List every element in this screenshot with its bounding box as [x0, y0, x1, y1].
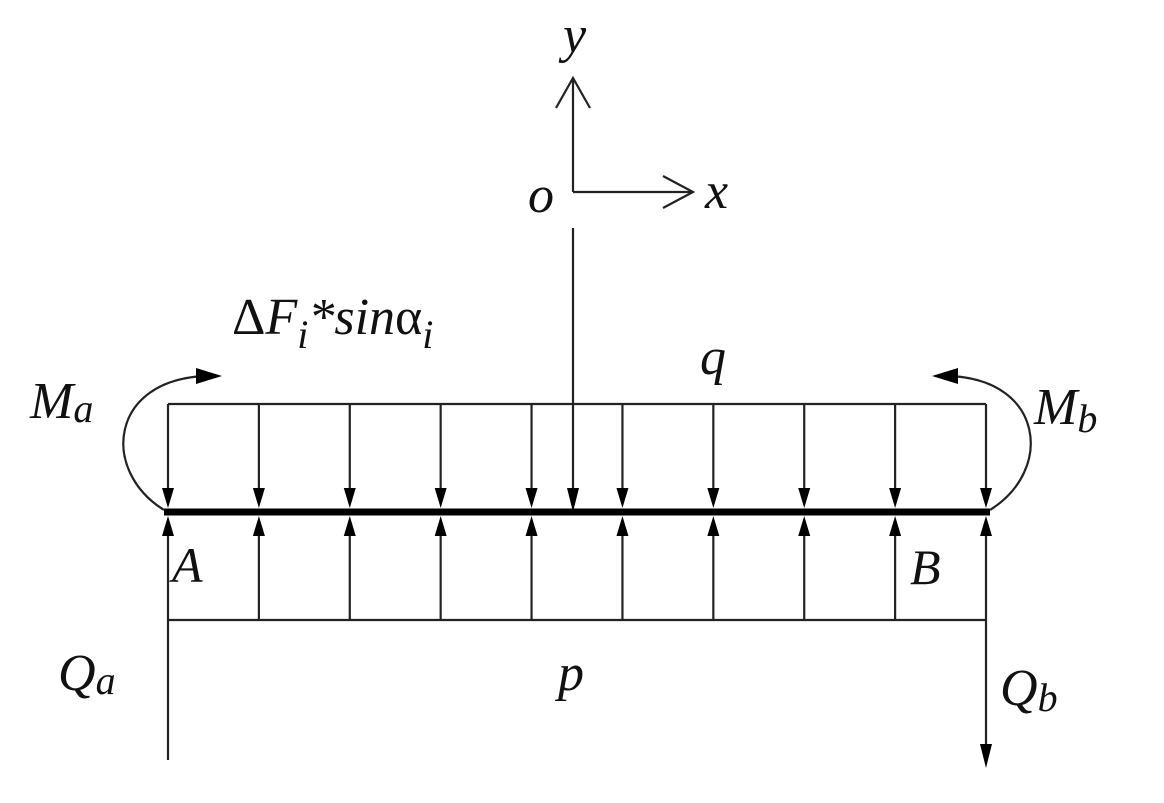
moment-Mb: Mb	[932, 368, 1097, 511]
p-load-arrowhead	[162, 516, 174, 536]
q-load-arrowhead	[162, 488, 174, 508]
Qb-arrowhead	[980, 744, 992, 768]
reaction-Qa: Qa	[58, 620, 170, 760]
x-axis-label: x	[704, 163, 728, 220]
p-load-arrowhead	[798, 516, 811, 536]
q-load-arrowhead	[343, 488, 356, 508]
Mb-arc	[949, 374, 1032, 511]
Qa-label: Qa	[58, 645, 116, 703]
coordinate-axes: y x o	[528, 7, 728, 224]
reaction-Qb: Qb	[980, 620, 1058, 768]
q-load-arrowhead	[434, 488, 447, 508]
x-axis-arrowhead	[662, 175, 696, 209]
p-load-arrowhead	[707, 516, 720, 536]
distributed-load-q: q	[162, 329, 992, 508]
y-axis-arrowhead	[555, 75, 591, 109]
Qb-label: Qb	[1000, 660, 1058, 720]
distributed-load-p: p	[162, 516, 992, 702]
q-load-arrowhead	[889, 488, 902, 508]
origin-label: o	[528, 167, 554, 224]
Ma-arrowhead	[196, 368, 222, 384]
p-load-arrowhead	[525, 516, 538, 536]
concentrated-force-arrowhead	[567, 488, 579, 512]
point-A-label: A	[169, 537, 203, 593]
q-load-arrowhead	[252, 488, 265, 508]
y-axis-label: y	[558, 7, 587, 64]
Mb-arrowhead	[932, 368, 958, 384]
q-load-arrowhead	[707, 488, 720, 508]
Mb-label: Mb	[1033, 379, 1097, 441]
q-label: q	[700, 329, 726, 386]
q-load-arrowhead	[616, 488, 629, 508]
p-load-arrowhead	[434, 516, 447, 536]
q-load-arrowhead	[798, 488, 811, 508]
p-load-arrowhead	[616, 516, 629, 536]
concentrated-force-label: ΔFi*sinαi	[232, 289, 433, 357]
p-load-arrowhead	[889, 516, 902, 536]
concentrated-force: ΔFi*sinαi	[232, 228, 579, 512]
Ma-label: Ma	[29, 373, 93, 431]
moment-Ma: Ma	[29, 368, 222, 511]
p-label: p	[554, 645, 584, 702]
p-load-arrowhead	[343, 516, 356, 536]
q-load-arrowhead	[980, 488, 992, 508]
q-load-arrowhead	[525, 488, 538, 508]
p-load-arrowhead	[980, 516, 992, 536]
Ma-arc	[122, 374, 206, 511]
point-B-label: B	[910, 539, 941, 595]
p-load-arrowhead	[252, 516, 265, 536]
